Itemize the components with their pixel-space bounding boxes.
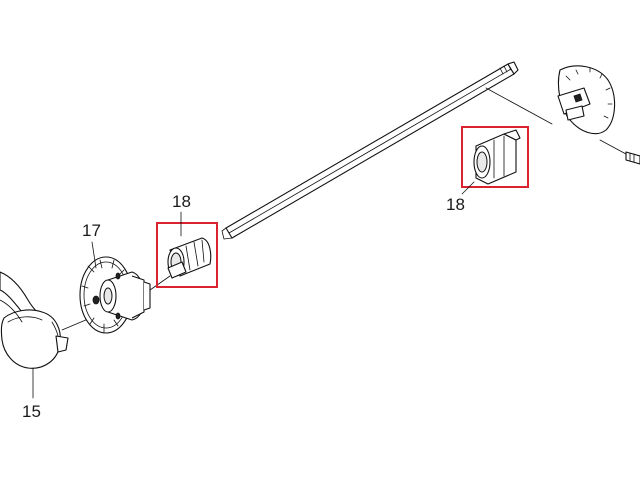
part-15-knob: [0, 271, 69, 369]
screw: [599, 139, 640, 165]
highlight-box-right: [461, 126, 529, 188]
label-part-18-right: 18: [446, 195, 465, 214]
part-18-right-adapter: [473, 129, 521, 185]
part-18-left-adapter: [167, 237, 212, 279]
label-part-15: 15: [22, 402, 41, 421]
leader-line-shaft-flange: [485, 87, 553, 125]
spindle-shaft: [221, 61, 519, 240]
leader-line-17-18: [149, 275, 171, 291]
highlight-box-left: [156, 222, 218, 288]
part-17-flange: [79, 256, 151, 334]
label-part-17: 17: [82, 221, 101, 240]
label-part-18-left: 18: [172, 192, 191, 211]
right-end-flange: [557, 65, 616, 135]
